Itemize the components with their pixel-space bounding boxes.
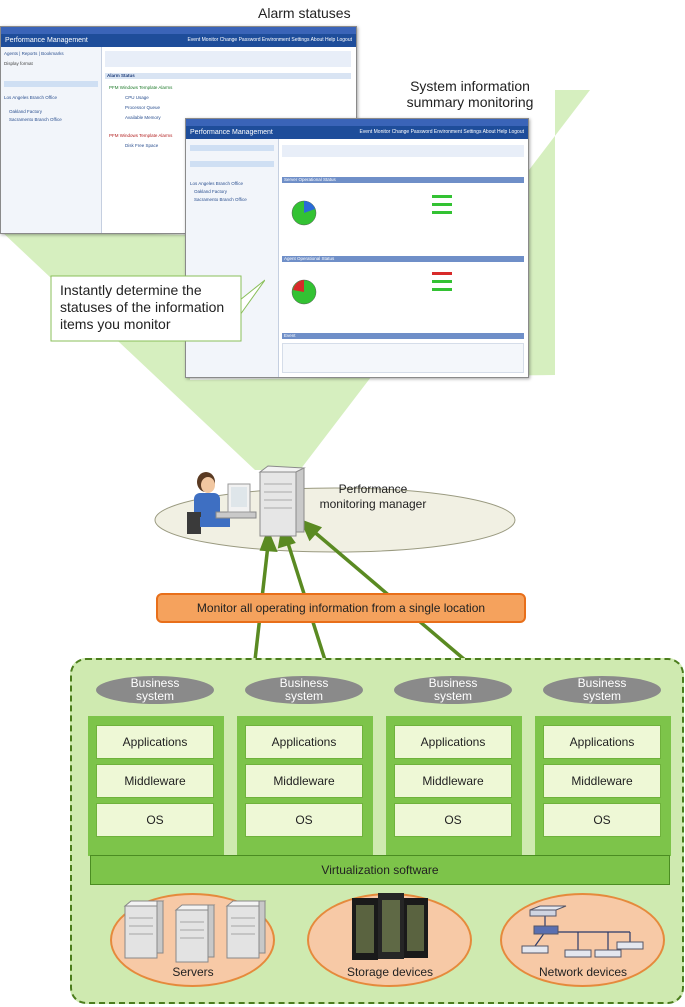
tree-line: Sacramento Branch Office <box>9 117 62 122</box>
alarm-toolbar <box>105 51 351 67</box>
alarm-item: Available Memory <box>125 115 161 120</box>
manager-label: Performance monitoring manager <box>318 482 428 512</box>
tree-line: Agents | Reports | Bookmarks <box>4 51 64 56</box>
tree-line: Sacramento Branch Office <box>194 197 247 202</box>
summary-toolbar <box>282 145 524 157</box>
tree-pane: Agents | Reports | Bookmarks Display for… <box>1 47 102 233</box>
layer-applications: Applications <box>96 725 214 759</box>
app-title: Performance Management <box>186 126 528 139</box>
event-section: Event <box>282 333 524 339</box>
tree-line: Oakland Factory <box>9 109 43 114</box>
tree-line: Display format <box>4 61 33 66</box>
layer-os: OS <box>245 803 363 837</box>
server-icons-front <box>123 900 267 963</box>
tree-line: Oakland Factory <box>194 189 228 194</box>
pill-line1: Business <box>428 676 478 690</box>
agent-section: Agent Operational Status <box>282 256 524 262</box>
alarm-item: Disk Free Space <box>125 143 159 148</box>
callout-box <box>50 275 265 342</box>
summary-main: Server Operational Status Agent Operatio… <box>282 145 524 373</box>
network-icon-front <box>521 905 644 958</box>
window-titlebar <box>1 27 356 34</box>
pill-line2: system <box>135 689 174 703</box>
alarm-group: PFM Windows Template Alarms <box>109 85 173 90</box>
manager-scene <box>187 465 306 537</box>
network-group <box>500 893 665 987</box>
pill-line2: system <box>582 689 621 703</box>
app-title: Performance Management <box>1 34 356 47</box>
alarm-item: Processor Queue <box>125 105 161 110</box>
manager-line1: Performance <box>338 482 408 496</box>
layer-applications: Applications <box>394 725 512 759</box>
event-table <box>282 343 524 373</box>
sysinfo-line1: System information <box>410 78 530 94</box>
tree-line: Los Angeles Branch Office <box>190 181 243 186</box>
tree-search <box>4 81 98 87</box>
network-label: Network devices <box>538 965 628 979</box>
callout-line2: statuses of the information <box>60 299 225 315</box>
hardware-icons <box>123 893 644 963</box>
business-system-pill: Business system <box>543 676 661 704</box>
servers-label: Servers <box>172 965 214 979</box>
layer-os: OS <box>96 803 214 837</box>
business-stack: Applications Middleware OS <box>237 716 373 856</box>
monitor-banner: Monitor all operating information from a… <box>156 593 526 623</box>
alarm-main: Alarm Status PFM Windows Template Alarms… <box>105 51 351 153</box>
tree-tabs <box>190 145 274 151</box>
manager-server-icon <box>258 465 306 537</box>
alarm-section: Alarm Status <box>105 73 351 79</box>
callout-line1: Instantly determine the <box>60 282 202 298</box>
layer-applications: Applications <box>543 725 661 759</box>
alarm-group: PFM Windows Template Alarms <box>109 133 173 138</box>
pill-line1: Business <box>130 676 180 690</box>
pill-line1: Business <box>577 676 627 690</box>
manager-line2: monitoring manager <box>319 497 427 511</box>
business-system-pill: Business system <box>394 676 512 704</box>
window-titlebar <box>186 119 528 126</box>
callout-text: Instantly determine the statuses of the … <box>60 282 245 333</box>
layer-middleware: Middleware <box>245 764 363 798</box>
virtualization-bar: Virtualization software <box>90 855 670 885</box>
storage-icon-front <box>352 893 428 960</box>
layer-applications: Applications <box>245 725 363 759</box>
business-stack: Applications Middleware OS <box>88 716 224 856</box>
pill-line2: system <box>433 689 472 703</box>
layer-os: OS <box>394 803 512 837</box>
desk-icon <box>215 483 257 519</box>
server-section: Server Operational Status <box>282 177 524 183</box>
alarm-item: CPU Usage <box>125 95 149 100</box>
app-menu: Event Monitor Change Password Environmen… <box>187 37 352 43</box>
business-stack: Applications Middleware OS <box>386 716 522 856</box>
tree-line: Los Angeles Branch Office <box>4 95 57 100</box>
tree-search <box>190 161 274 167</box>
layer-middleware: Middleware <box>543 764 661 798</box>
callout-line3: items you monitor <box>60 316 171 332</box>
layer-middleware: Middleware <box>394 764 512 798</box>
pill-line1: Business <box>279 676 329 690</box>
sysinfo-label: System information summary monitoring <box>390 78 550 110</box>
business-stack: Applications Middleware OS <box>535 716 671 856</box>
alarm-statuses-label: Alarm statuses <box>258 5 351 21</box>
server-status-panel <box>291 195 452 226</box>
storage-label: Storage devices <box>346 965 434 979</box>
agent-status-panel <box>291 272 452 305</box>
business-system-pill: Business system <box>245 676 363 704</box>
business-system-pill: Business system <box>96 676 214 704</box>
sysinfo-line2: summary monitoring <box>406 94 534 110</box>
summary-screenshot: Performance Management Event Monitor Cha… <box>185 118 529 378</box>
app-menu: Event Monitor Change Password Environmen… <box>359 129 524 135</box>
layer-middleware: Middleware <box>96 764 214 798</box>
pill-line2: system <box>284 689 323 703</box>
operator-icon <box>187 472 230 534</box>
layer-os: OS <box>543 803 661 837</box>
